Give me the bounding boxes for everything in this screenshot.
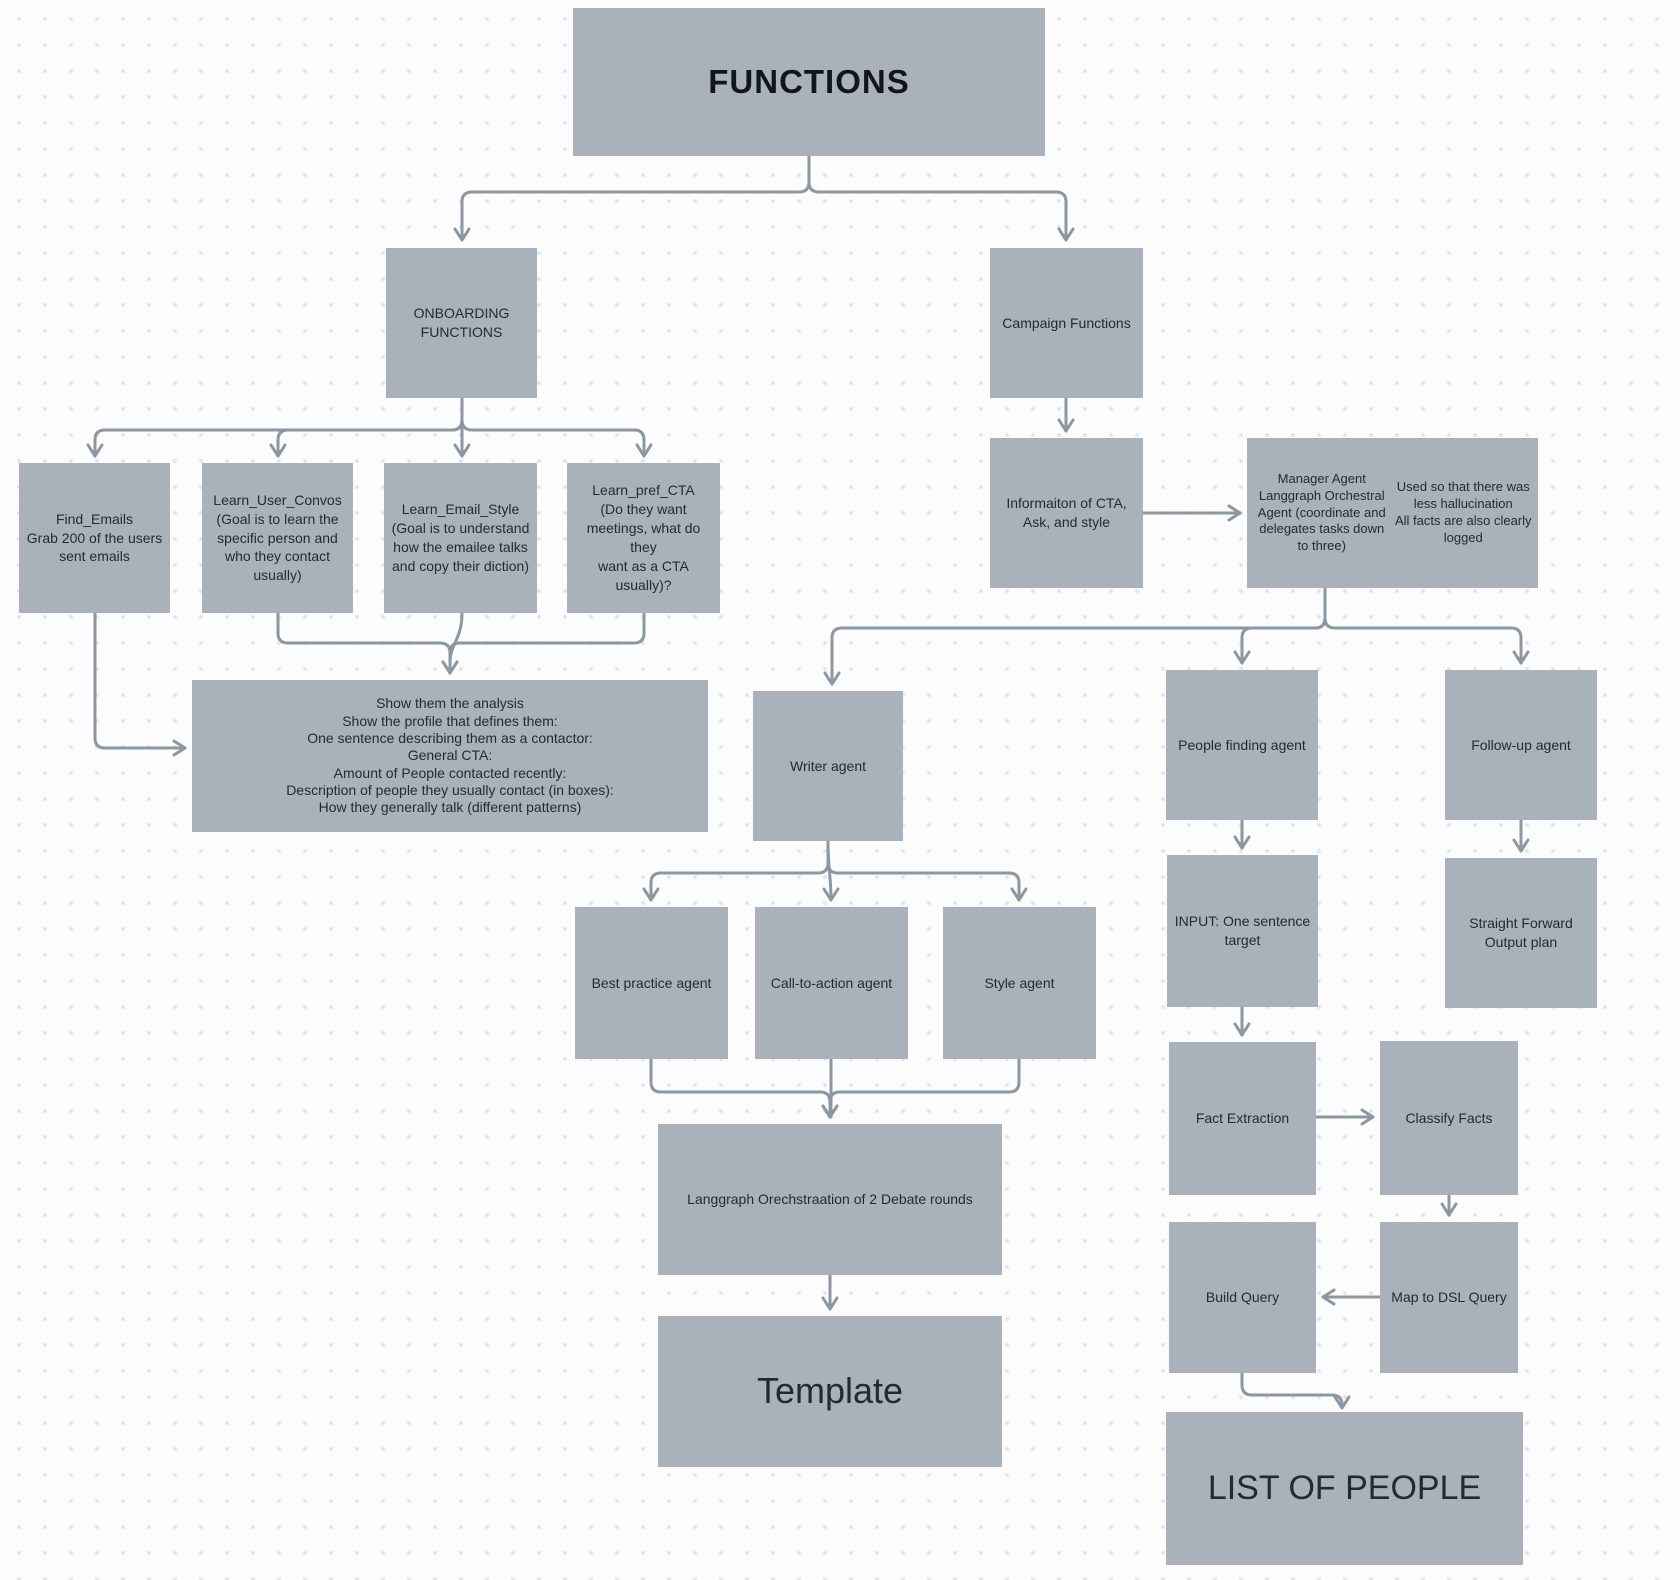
node-campaign-functions[interactable]: Campaign Functions: [990, 248, 1143, 398]
node-learn-email-style-label: Learn_Email_Style (Goal is to understand…: [391, 501, 530, 574]
node-learn-pref-cta-label: Learn_pref_CTA (Do they want meetings, w…: [586, 482, 701, 593]
node-show-analysis[interactable]: Show them the analysis Show the profile …: [192, 680, 708, 832]
node-follow-up-agent-label: Follow-up agent: [1471, 736, 1571, 753]
node-fact-extraction-label: Fact Extraction: [1195, 1110, 1290, 1127]
connector-build-query-to-list-of-people[interactable]: [1240, 1371, 1351, 1410]
node-find-emails-label: Find_Emails Grab 200 of the users sent e…: [26, 510, 163, 565]
node-learn-pref-cta[interactable]: Learn_pref_CTA (Do they want meetings, w…: [567, 463, 720, 613]
node-langgraph-debate-rounds[interactable]: Langgraph Orechstraation of 2 Debate rou…: [658, 1124, 1002, 1275]
connector-manager-to-people-finding[interactable]: [1233, 586, 1327, 665]
node-learn-user-convos-label: Learn_User_Convos (Goal is to learn the …: [213, 491, 342, 584]
node-campaign-functions-label: Campaign Functions: [1002, 314, 1131, 331]
node-people-finding-agent-label: People finding agent: [1178, 736, 1306, 753]
connector-manager-to-follow-up[interactable]: [1323, 586, 1530, 665]
connector-writer-to-style-agent[interactable]: [826, 839, 1028, 902]
node-learn-email-style[interactable]: Learn_Email_Style (Goal is to understand…: [384, 463, 537, 613]
node-style-agent[interactable]: Style agent: [943, 907, 1096, 1059]
node-call-to-action-agent-label: Call-to-action agent: [770, 974, 893, 991]
node-straight-forward-output-plan-label: Straight Forward Output plan: [1469, 915, 1573, 950]
node-call-to-action-agent[interactable]: Call-to-action agent: [755, 907, 908, 1059]
node-straight-forward-output-plan[interactable]: Straight Forward Output plan: [1445, 858, 1597, 1008]
connector-learn-pref-cta-to-analysis[interactable]: [441, 611, 646, 675]
connector-writer-to-best-practice[interactable]: [642, 839, 830, 902]
connector-onboarding-to-learn-pref-cta[interactable]: [460, 396, 653, 458]
node-follow-up-agent[interactable]: Follow-up agent: [1445, 670, 1597, 820]
node-map-to-dsl-query[interactable]: Map to DSL Query: [1380, 1222, 1518, 1373]
node-classify-facts[interactable]: Classify Facts: [1380, 1041, 1518, 1195]
node-onboarding-functions[interactable]: ONBOARDING FUNCTIONS: [386, 248, 537, 398]
node-show-analysis-label: Show them the analysis Show the profile …: [286, 695, 614, 816]
connector-learn-user-convos-to-analysis[interactable]: [276, 611, 459, 675]
node-find-emails[interactable]: Find_Emails Grab 200 of the users sent e…: [19, 463, 170, 613]
node-map-to-dsl-query-label: Map to DSL Query: [1391, 1289, 1507, 1306]
connector-find-emails-to-analysis[interactable]: [93, 611, 187, 757]
node-best-practice-agent-label: Best practice agent: [591, 974, 712, 991]
node-best-practice-agent[interactable]: Best practice agent: [575, 907, 728, 1059]
node-classify-facts-label: Classify Facts: [1405, 1109, 1493, 1126]
connector-best-practice-to-debate[interactable]: [649, 1057, 839, 1119]
node-template[interactable]: Template: [658, 1316, 1002, 1467]
node-style-agent-label: Style agent: [984, 974, 1055, 991]
node-information-of-cta-label: Informaiton of CTA, Ask, and style: [1006, 495, 1127, 530]
node-build-query[interactable]: Build Query: [1169, 1222, 1316, 1373]
node-list-of-people[interactable]: LIST OF PEOPLE: [1166, 1412, 1523, 1565]
node-onboarding-functions-label: ONBOARDING FUNCTIONS: [413, 305, 510, 340]
node-manager-agent-note: Used so that there was less hallucinatio…: [1394, 479, 1532, 545]
node-functions[interactable]: FUNCTIONS: [573, 8, 1045, 156]
connector-functions-to-campaign[interactable]: [807, 154, 1075, 242]
connector-onboarding-to-learn-user-convos[interactable]: [269, 396, 464, 458]
node-writer-agent[interactable]: Writer agent: [753, 691, 903, 841]
node-information-of-cta[interactable]: Informaiton of CTA, Ask, and style: [990, 438, 1143, 588]
node-template-label: Template: [756, 1370, 904, 1412]
connector-functions-to-onboarding[interactable]: [453, 154, 811, 242]
node-manager-agent[interactable]: Manager Agent Langgraph Orchestral Agent…: [1247, 438, 1538, 588]
node-langgraph-debate-rounds-label: Langgraph Orechstraation of 2 Debate rou…: [687, 1191, 973, 1208]
node-manager-agent-label: Manager Agent Langgraph Orchestral Agent…: [1257, 470, 1386, 554]
node-people-finding-agent[interactable]: People finding agent: [1166, 670, 1318, 820]
node-input-one-sentence-target-label: INPUT: One sentence target: [1174, 913, 1311, 948]
connector-style-agent-to-debate[interactable]: [821, 1057, 1021, 1119]
node-learn-user-convos[interactable]: Learn_User_Convos (Goal is to learn the …: [202, 463, 353, 613]
node-input-one-sentence-target[interactable]: INPUT: One sentence target: [1167, 855, 1318, 1007]
node-functions-label: FUNCTIONS: [708, 62, 910, 100]
node-fact-extraction[interactable]: Fact Extraction: [1169, 1042, 1316, 1195]
node-writer-agent-label: Writer agent: [790, 757, 866, 774]
node-list-of-people-label: LIST OF PEOPLE: [1207, 1468, 1482, 1507]
node-build-query-label: Build Query: [1205, 1289, 1280, 1306]
